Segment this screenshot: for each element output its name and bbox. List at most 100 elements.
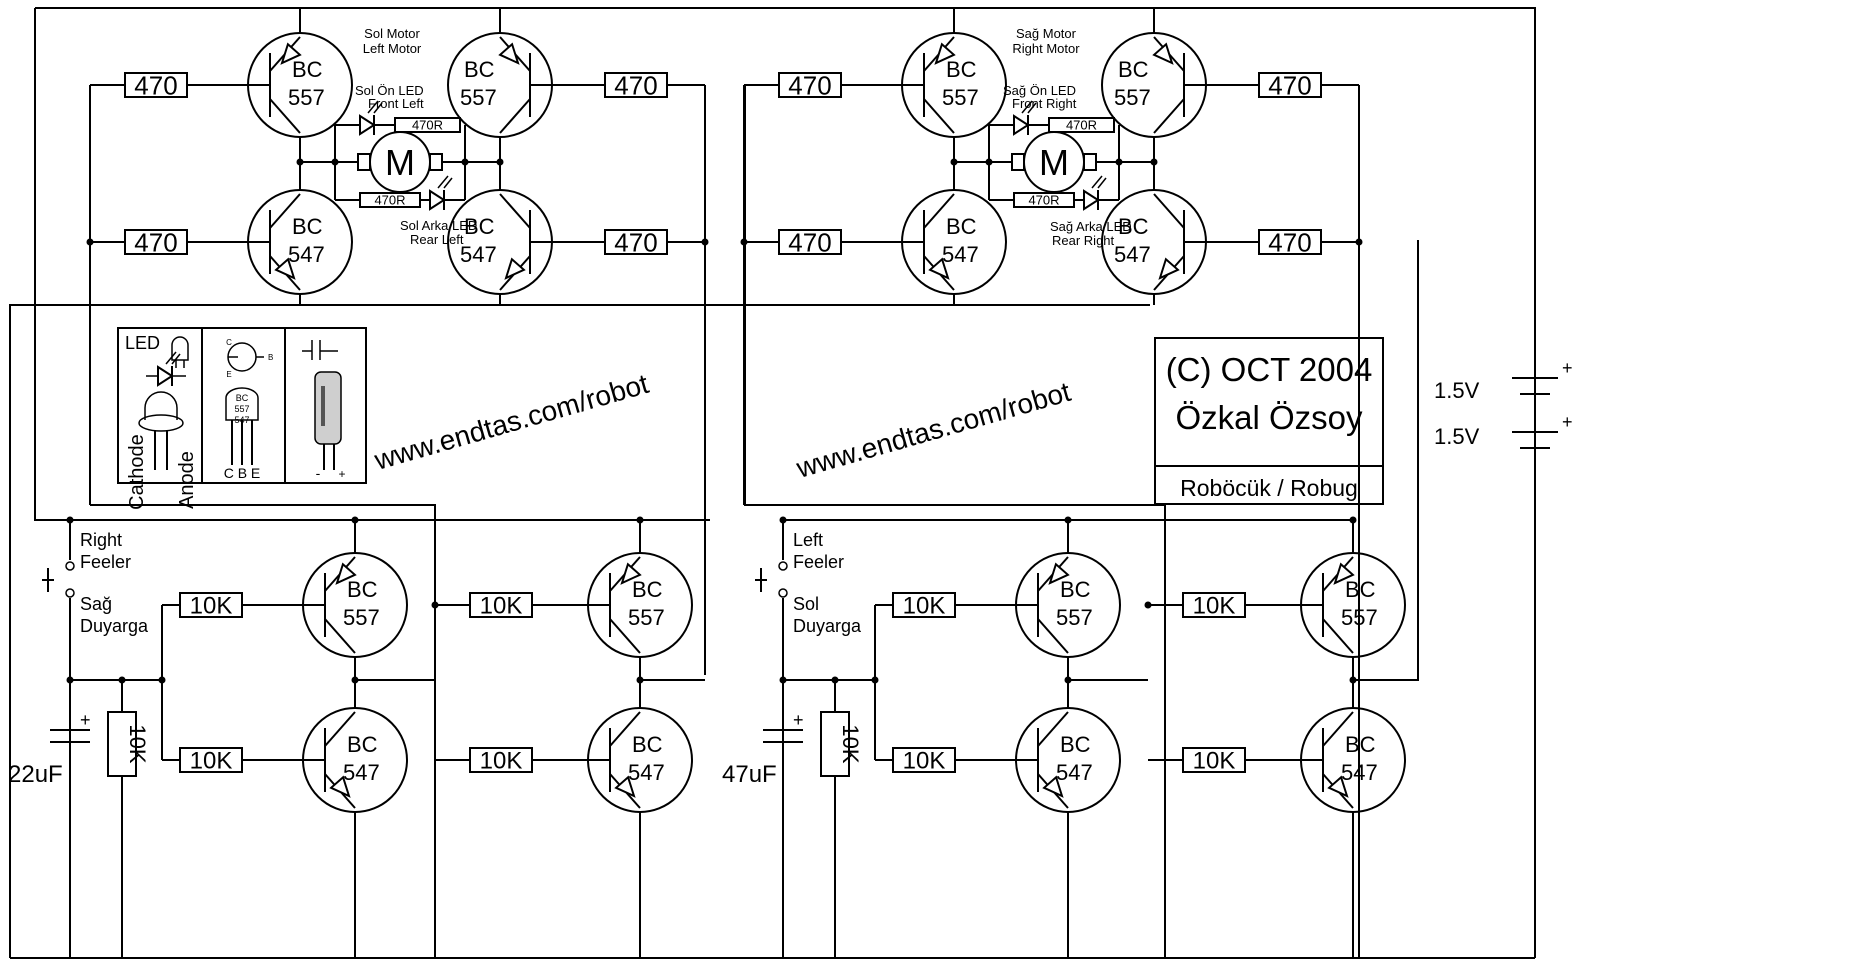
right-r10k-base-4-value: 10K: [1193, 748, 1236, 775]
led-ray: [171, 353, 181, 365]
transistor-arrow: [329, 775, 351, 798]
transistor-number-label: 557: [1341, 605, 1378, 630]
right-r470-top-left-value: 470: [788, 70, 831, 100]
right-r10k-vertical: [820, 711, 850, 777]
right-front-led-resistor: [1048, 117, 1115, 133]
transistor-arrow: [280, 42, 302, 65]
left-ff-transistor-2: [562, 552, 693, 658]
battery-label-2: 1.5V: [1434, 424, 1480, 449]
right-ff-transistor-4: [1275, 707, 1406, 813]
legend-pins-label: C B E: [224, 465, 261, 481]
junction-dot: [779, 676, 787, 684]
right-r470-top-left: [778, 72, 842, 98]
transistor-type-label: BC: [292, 214, 323, 239]
transistor-upper-lead: [1322, 711, 1354, 747]
right-motor-title-tr: Sağ Motor: [1016, 26, 1077, 41]
right-front-led-resistor-value: 470R: [1066, 118, 1097, 133]
front-left-led-en: Front Left: [368, 96, 424, 111]
transistor-number-label: 557: [1114, 85, 1151, 110]
legend-led-top-icon: [171, 336, 189, 361]
transistor-type-label: BC: [632, 577, 663, 602]
led-ray: [367, 100, 379, 114]
left-r470-top-right: [604, 72, 668, 98]
led-ray: [437, 175, 449, 189]
transistor-type-label: BC: [946, 57, 977, 82]
junction-dot: [66, 676, 74, 684]
transistor-arrow: [1042, 775, 1064, 798]
left-r470-top-right-value: 470: [614, 70, 657, 100]
transistor-type-label: BC: [464, 57, 495, 82]
motor-label: M: [1039, 142, 1069, 183]
right-ff-transistor-1: [990, 552, 1121, 658]
sag-duyarga-label-2: Duyarga: [80, 616, 149, 636]
transistor-type-label: BC: [632, 732, 663, 757]
sag-duyarga-label-1: Sağ: [80, 594, 112, 614]
rear-left-led-tr: Sol Arka LED: [400, 218, 477, 233]
led-triangle: [1083, 189, 1100, 211]
transistor-number-label: 557: [460, 85, 497, 110]
title-author: Özkal Özsoy: [1175, 399, 1363, 436]
left-ff-transistor-4: [562, 707, 693, 813]
transistor-arrow: [1048, 562, 1070, 585]
transistor-arrow: [1152, 42, 1174, 65]
left-r470-bottom-right-value: 470: [614, 227, 657, 257]
transistor-upper-lead: [1037, 711, 1069, 747]
legend-cathode-label: Cathode: [126, 434, 148, 510]
legend-anode-label: Anode: [176, 451, 198, 509]
left-feeler-label-2: Feeler: [793, 552, 844, 572]
battery-1-plus-sign: +: [1562, 358, 1573, 378]
labels: M470R470R470470470470BC557BC557BC547BC54…: [8, 26, 1573, 788]
left-r10k-base-1-value: 10K: [190, 593, 233, 620]
led-ray: [443, 177, 453, 189]
transistor-number-label: 547: [942, 242, 979, 267]
website-left: www.endtas.com/robot: [370, 368, 652, 476]
transistor-number-label: 547: [288, 242, 325, 267]
wire: [9, 304, 1150, 958]
right-r470-bottom-left-value: 470: [788, 227, 831, 257]
motor-terminal-right: [1083, 153, 1097, 171]
transistor-number-label: 547: [460, 242, 497, 267]
left-cap-plus-sign: +: [80, 710, 91, 730]
left-r470-top-left: [124, 72, 188, 98]
transistor-arrow: [1327, 775, 1349, 798]
led-ray: [165, 351, 177, 365]
led-ray: [1091, 175, 1103, 189]
transistor-type-label: BC: [347, 732, 378, 757]
right-transistor-top-left: [876, 32, 1007, 138]
transistor-number-label: 557: [343, 605, 380, 630]
legend-package-547: 547: [234, 415, 249, 425]
transistor-upper-lead: [269, 193, 301, 229]
led-ray: [1097, 177, 1107, 189]
transistor-lower-lead: [324, 618, 356, 654]
left-feeler-contact-bottom: [65, 588, 75, 598]
right-r470-bottom-right: [1258, 229, 1322, 255]
transistor-arrow: [614, 775, 636, 798]
website-right: www.endtas.com/robot: [792, 376, 1074, 484]
left-front-led-resistor-value: 470R: [412, 118, 443, 133]
led-triangle: [157, 365, 174, 387]
left-ff-transistor-1: [277, 552, 408, 658]
transistor-type-label: BC: [1345, 732, 1376, 757]
motor-label: M: [385, 142, 415, 183]
legend-package-557: 557: [234, 404, 249, 414]
left-r470-bottom-right: [604, 229, 668, 255]
transistor-lower-lead: [923, 98, 955, 134]
rear-right-led-tr: Sağ Arka LED: [1050, 219, 1132, 234]
left-rear-led-resistor-value: 470R: [374, 193, 405, 208]
transistor-number-label: 557: [288, 85, 325, 110]
title-project: Roböcük / Robug: [1180, 475, 1358, 501]
transistor-number-label: 547: [1056, 760, 1093, 785]
left-r10k-base-3-value: 10K: [480, 593, 523, 620]
legend-c-label: C: [226, 338, 232, 347]
right-front-led: [1013, 100, 1037, 136]
right-transistor-top-right: [1101, 32, 1232, 138]
transistor-upper-lead: [609, 711, 641, 747]
right-transistor-bottom-left: [876, 189, 1007, 295]
led-ray: [1027, 102, 1037, 114]
right-feeler-contact-top: [778, 561, 788, 571]
transistor-number-label: 557: [942, 85, 979, 110]
transistor-arrow: [498, 42, 520, 65]
front-right-led-en: Front Right: [1012, 96, 1077, 111]
left-r10k-base-3: [469, 592, 533, 618]
left-motor-title-tr: Sol Motor: [364, 26, 420, 41]
